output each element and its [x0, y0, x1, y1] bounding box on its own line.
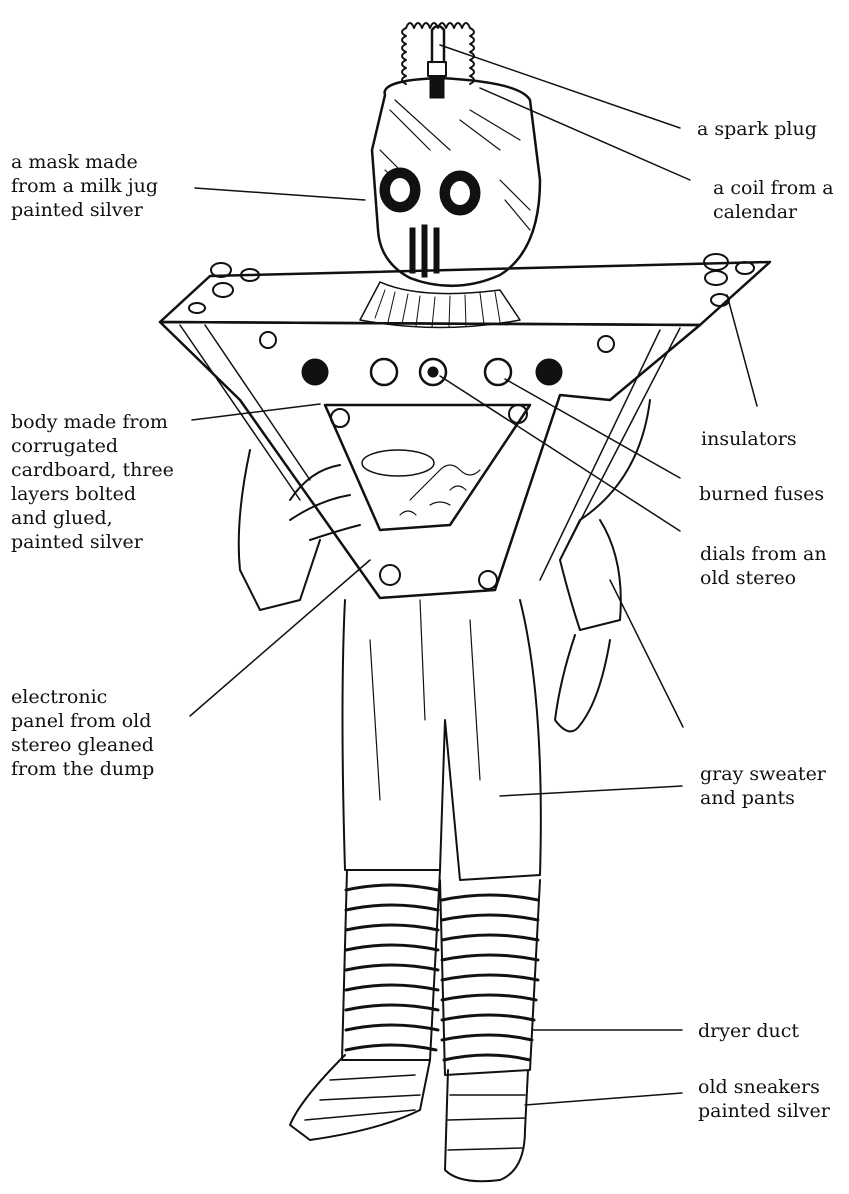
leader-sweater-arm: [610, 580, 683, 727]
body-panel-drawing: [160, 322, 700, 598]
sneakers-drawing: [290, 1055, 528, 1181]
label-mask: a mask made from a milk jug painted silv…: [11, 150, 158, 222]
label-dryer-duct: dryer duct: [698, 1019, 799, 1043]
label-sneakers: old sneakers painted silver: [698, 1075, 830, 1123]
leader-sweater: [500, 786, 682, 796]
collar-drawing: [360, 282, 520, 328]
label-spark-plug: a spark plug: [697, 117, 817, 141]
leader-insulators: [727, 295, 757, 406]
leader-fuses: [505, 379, 680, 478]
label-body: body made from corrugated cardboard, thr…: [11, 410, 174, 554]
leader-coil: [480, 88, 690, 180]
leader-sneakers: [525, 1093, 682, 1105]
label-fuses: burned fuses: [699, 482, 824, 506]
label-sweater: gray sweater and pants: [700, 762, 826, 810]
dryer-duct-drawing: [342, 870, 540, 1075]
left-arm-drawing: [239, 450, 360, 610]
mask-drawing: [372, 78, 540, 286]
leader-spark-plug: [440, 45, 680, 128]
label-insulators: insulators: [701, 427, 797, 451]
spark-plug-drawing: [428, 26, 446, 98]
pants-drawing: [343, 600, 541, 880]
label-panel: electronic panel from old stereo gleaned…: [11, 685, 154, 781]
leader-mask: [195, 188, 365, 200]
leader-dials: [440, 376, 680, 531]
leader-body: [192, 404, 320, 420]
label-dials: dials from an old stereo: [700, 542, 827, 590]
shoulder-plate-drawing: [160, 254, 770, 325]
label-coil: a coil from a calendar: [713, 176, 834, 224]
